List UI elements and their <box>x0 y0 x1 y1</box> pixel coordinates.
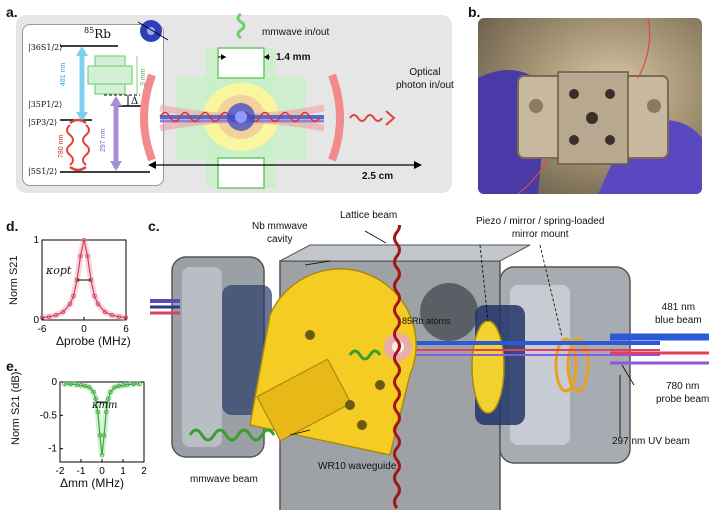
data-point <box>68 381 73 387</box>
data-point <box>53 312 59 318</box>
lattice-label: Lattice beam <box>340 210 398 221</box>
waveguide-label: WR10 waveguide <box>318 461 397 472</box>
dim-3mm-label: 3 mm <box>140 68 147 87</box>
y-tick-label: 0 <box>33 315 39 326</box>
level-5p-label: |5P3/2⟩ <box>28 118 58 127</box>
panel-d-letter: d. <box>6 218 19 234</box>
photo-cavity-assembly <box>478 18 702 194</box>
data-point <box>101 433 107 438</box>
data-point <box>91 389 96 395</box>
nb-cavity-label: Nb mmwave cavity <box>252 221 308 245</box>
chart-d-kappa: κopt <box>46 264 72 277</box>
mirror-left <box>140 73 156 162</box>
series-line <box>41 239 127 319</box>
data-point <box>78 383 84 388</box>
atom-label: 85Rb <box>84 26 111 41</box>
dim-14mm-label: 1.4 mm <box>276 52 311 63</box>
data-point <box>95 409 100 415</box>
panel-a-letter: a. <box>6 4 18 20</box>
data-point <box>93 396 98 401</box>
y-tick-label: -0.5 <box>40 410 58 421</box>
data-point <box>131 381 136 387</box>
data-point <box>61 381 67 387</box>
panel-c-letter: c. <box>148 218 160 234</box>
mmwave-beam <box>188 428 276 442</box>
chart-e: -2 -1 0 1 2 0 -0.5 -1 <box>40 377 147 477</box>
dim-25cm-label: 2.5 cm <box>362 171 394 182</box>
data-point <box>87 385 92 390</box>
data-point <box>106 396 111 401</box>
x-tick-label: 2 <box>141 466 147 477</box>
series-band <box>64 381 140 456</box>
data-point <box>74 382 79 387</box>
level-35p-label: |35P1/2⟩ <box>28 100 63 109</box>
x-tick-label: -6 <box>38 324 47 335</box>
data-point <box>67 301 73 307</box>
level-diagram-box <box>22 24 164 186</box>
delta-label: Δ <box>131 96 139 107</box>
chart-e-ylabel: Norm S21 (dB) <box>10 371 22 445</box>
panel-b-letter: b. <box>468 4 481 20</box>
data-point <box>120 383 126 388</box>
chart-d-xlabel: Δprobe (MHz) <box>56 334 131 348</box>
y-tick-label: 0 <box>51 377 57 388</box>
chart-e-kappa: κmm <box>92 400 118 411</box>
mirror-right <box>328 73 344 162</box>
panel-a-graphic <box>60 12 422 189</box>
x-tick-label: 6 <box>123 324 129 335</box>
data-point <box>81 237 87 243</box>
apparatus-render <box>150 225 709 510</box>
data-point <box>82 383 88 389</box>
data-point <box>109 312 115 318</box>
data-point <box>85 253 90 259</box>
data-point <box>102 309 108 315</box>
mmwave-io-label: mmwave in/out <box>262 27 330 38</box>
data-point <box>46 314 52 319</box>
data-point <box>124 382 130 387</box>
data-point <box>137 381 142 387</box>
photo-content <box>478 18 702 194</box>
x-tick-label: 0 <box>99 466 105 477</box>
data-point <box>78 253 83 259</box>
data-point <box>95 301 101 307</box>
level-36s-label: |36S1/2⟩ <box>28 43 63 52</box>
optical-io-label: Optical photon in/out <box>396 67 454 91</box>
data-point <box>116 383 121 389</box>
data-point <box>92 293 97 299</box>
data-point <box>112 385 117 390</box>
data-point <box>71 293 76 299</box>
lattice-beam <box>393 225 401 509</box>
yellow-mirror-mount <box>471 320 505 414</box>
wl-297-label: 297 nm <box>100 128 107 152</box>
data-point <box>108 389 113 395</box>
piezo-label: Piezo / mirror / spring-loaded mirror mo… <box>476 216 605 240</box>
series-band <box>41 239 127 321</box>
data-point <box>116 314 122 319</box>
chart-e-xlabel: Δmm (MHz) <box>60 476 124 490</box>
x-tick-label: 1 <box>120 466 126 477</box>
data-point <box>97 433 103 438</box>
wave-780 <box>66 124 74 166</box>
y-tick-label: 1 <box>33 235 39 246</box>
mmwave-beam-label: mmwave beam <box>190 474 258 485</box>
x-tick-label: 0 <box>81 324 87 335</box>
wl-780-label: 780 nm <box>58 134 65 158</box>
wl-481-label: 481 nm <box>60 62 67 86</box>
y-tick-label: -1 <box>48 444 57 455</box>
data-point <box>60 309 66 315</box>
rb-atoms-label: 85Rb atoms <box>402 316 451 326</box>
beam-780-label: 780 nm probe beam <box>656 381 709 405</box>
data-point <box>99 453 105 458</box>
panel-e-letter: e. <box>6 358 18 374</box>
optical-photon-wave <box>349 114 383 122</box>
mmwave-io-wave <box>236 12 246 40</box>
beam-481-label: 481 nm blue beam <box>655 302 702 326</box>
chart-d-ylabel: Norm S21 <box>8 255 20 305</box>
x-tick-label: -2 <box>56 466 65 477</box>
data-point <box>103 409 109 415</box>
x-tick-label: -1 <box>77 466 86 477</box>
level-5s-label: |5S1/2⟩ <box>28 167 58 176</box>
beam-297-label: 297 nm UV beam <box>612 436 690 447</box>
